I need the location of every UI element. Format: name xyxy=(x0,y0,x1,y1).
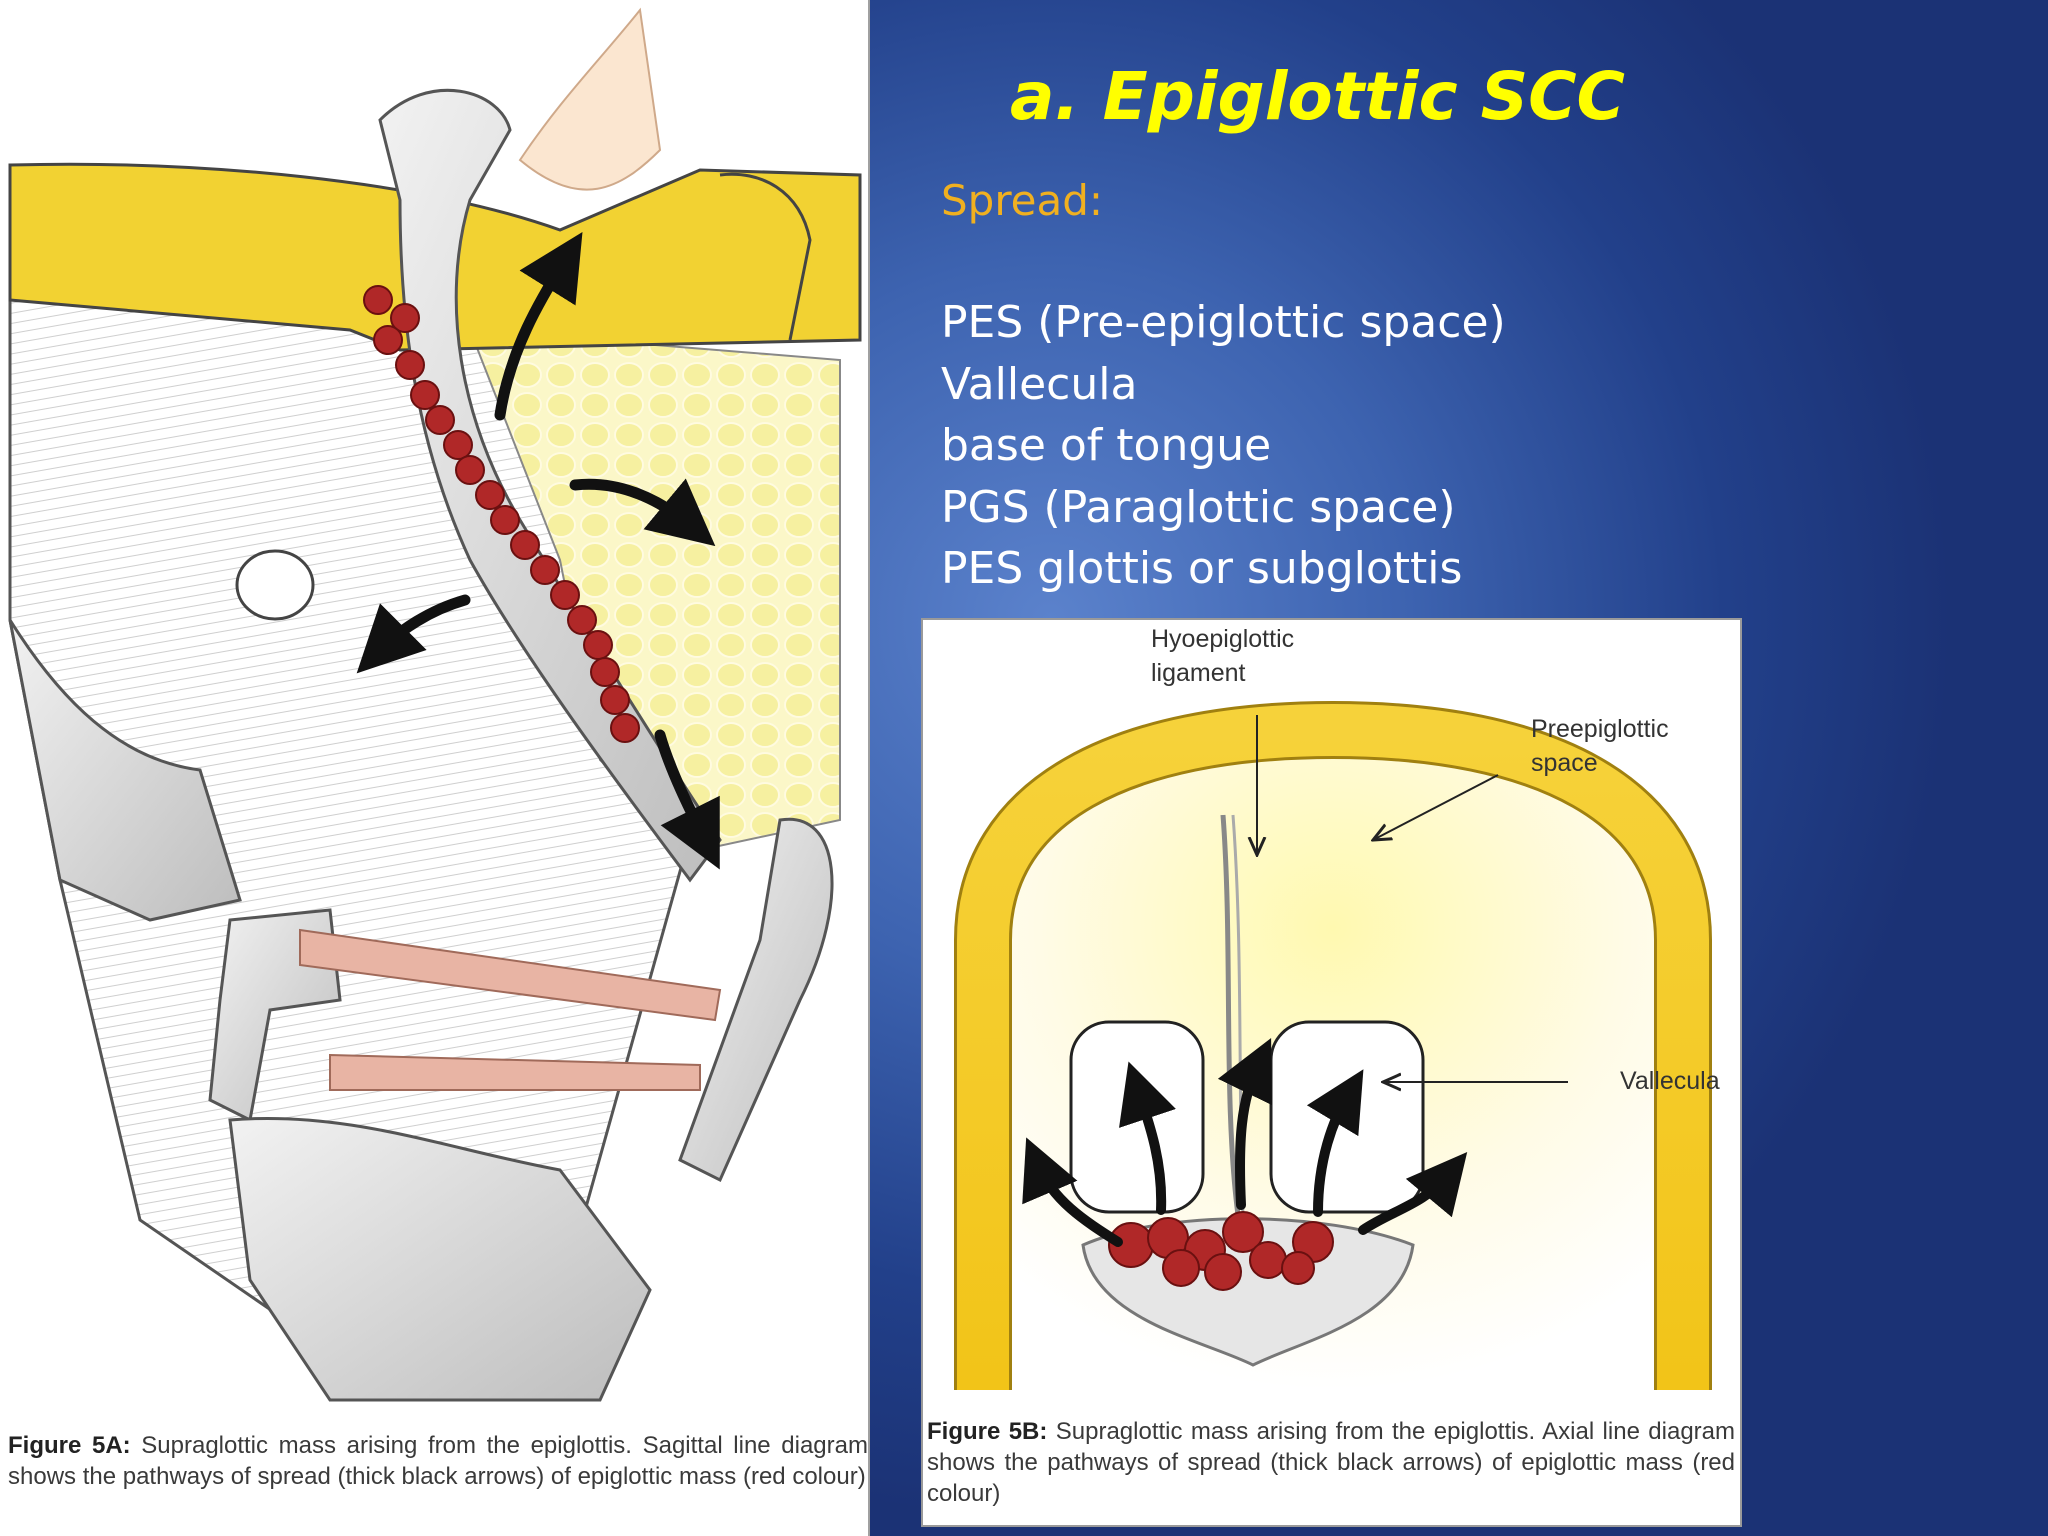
list-item: PGS (Paraglottic space) xyxy=(941,481,1456,533)
hyoepiglottic-ligament-label: Hyoepiglottic ligament xyxy=(1151,622,1294,690)
preepiglottic-space-label: Preepiglottic space xyxy=(1531,712,1669,780)
spread-arrows xyxy=(356,232,720,870)
list-item: PES glottis or subglottis xyxy=(941,543,1463,594)
figure-5b-caption-label: Figure 5B: xyxy=(927,1418,1048,1445)
hyoepiglottic-ligament-label-line2: ligament xyxy=(1151,659,1246,687)
axial-diagram xyxy=(954,700,1712,1390)
tumor-mass xyxy=(1108,1211,1334,1291)
hyoepiglottic-ligament-label-line1: Hyoepiglottic xyxy=(1151,625,1295,653)
preepiglottic-space-label-line1: Preepiglottic xyxy=(1531,715,1669,743)
preepiglottic-space-label-line2: space xyxy=(1531,749,1598,777)
figure-5a-caption: Figure 5A: Supraglottic mass arising fro… xyxy=(8,1430,868,1492)
tumor-mass xyxy=(363,285,640,743)
list-item: base of tongue xyxy=(941,420,1272,471)
figure-5a-caption-label: Figure 5A: xyxy=(8,1432,131,1459)
spread-arrows xyxy=(1022,1038,1468,1247)
figure-5b-caption: Figure 5B: Supraglottic mass arising fro… xyxy=(927,1416,1735,1509)
figure-5a-caption-text: Supraglottic mass arising from the epigl… xyxy=(8,1432,868,1490)
slide-title: a. Epiglottic SCC xyxy=(1010,58,1625,135)
figure-5b-caption-text: Supraglottic mass arising from the epigl… xyxy=(927,1418,1735,1507)
spread-list: PES (Pre-epiglottic space) Vallecula bas… xyxy=(941,292,1506,600)
sagittal-diagram xyxy=(8,7,862,1402)
figure-5b: Hyoepiglottic ligament Preepiglottic spa… xyxy=(921,618,1742,1527)
figure-5a: Figure 5A: Supraglottic mass arising fro… xyxy=(0,0,870,1536)
spread-label: Spread: xyxy=(941,176,1104,225)
vallecula-label: Vallecula xyxy=(1620,1067,1720,1095)
list-item: Vallecula xyxy=(941,358,1138,410)
list-item: PES (Pre-epiglottic space) xyxy=(941,297,1506,348)
